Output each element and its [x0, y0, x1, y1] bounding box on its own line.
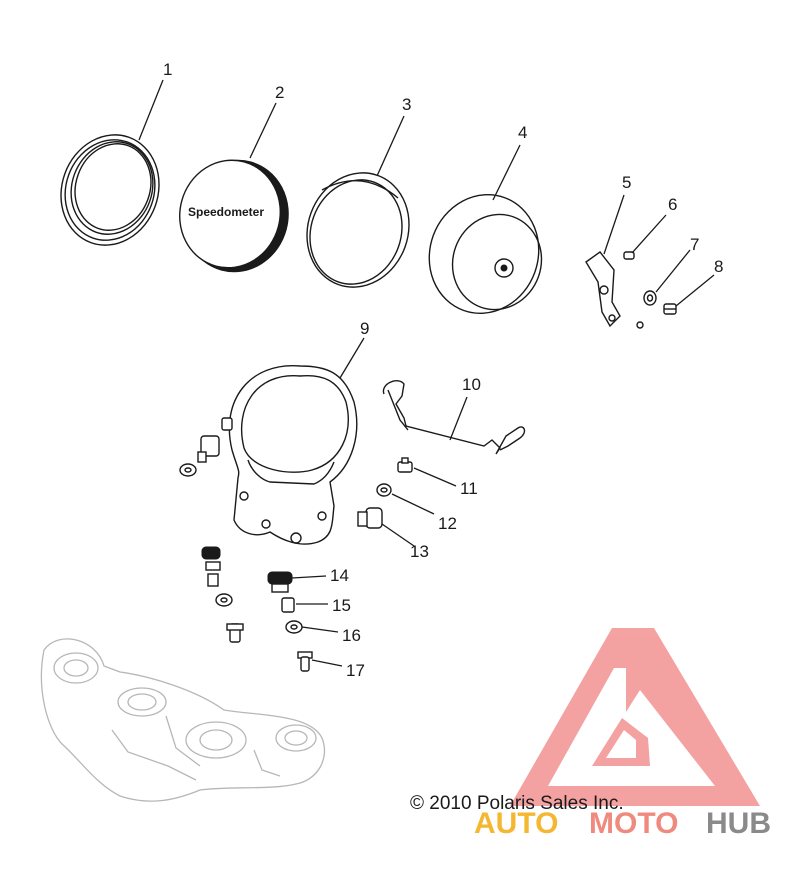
part-13-grommet [357, 507, 383, 529]
callout-1: 1 [163, 60, 172, 79]
callout-2: 2 [275, 83, 284, 102]
part-5-bracket [585, 251, 621, 328]
watermark-text: AUTO MOTO HUB [474, 807, 771, 840]
part-7-washer [643, 290, 657, 306]
part-11-screw [397, 457, 413, 473]
part-10-wire-clip [382, 380, 526, 455]
watermark-word-auto: AUTO [474, 807, 558, 840]
watermark-word-moto: MOTO [589, 807, 678, 840]
callout-9: 9 [360, 319, 369, 338]
watermark-logo [510, 628, 760, 806]
callout-11: 11 [460, 479, 478, 498]
part-15-spacer [281, 597, 295, 613]
left-grommet-assembly [179, 417, 233, 477]
part-4-housing-cup [428, 193, 543, 315]
part-17-bolt [297, 651, 313, 672]
part-2-speedometer: Speedometer [179, 159, 289, 273]
callout-13: 13 [410, 542, 429, 561]
part-3-ring [306, 172, 410, 288]
part-9-mounting-plate [228, 365, 358, 545]
callout-17: 17 [346, 661, 365, 680]
part-6-screw [623, 251, 644, 329]
part-16-washer [285, 620, 303, 634]
callout-16: 16 [342, 626, 361, 645]
callout-7: 7 [690, 235, 699, 254]
callout-15: 15 [332, 596, 351, 615]
callout-14: 14 [330, 566, 349, 585]
left-stack-assembly [201, 546, 244, 643]
triple-clamp [40, 638, 326, 802]
part-12-washer [376, 483, 392, 497]
part-1-bezel-ring [60, 134, 160, 246]
part-8-bolt [663, 303, 677, 315]
callout-3: 3 [402, 95, 411, 114]
callout-12: 12 [438, 514, 457, 533]
callout-6: 6 [668, 195, 677, 214]
callout-8: 8 [714, 257, 723, 276]
speedometer-label: Speedometer [188, 205, 264, 219]
callout-5: 5 [622, 173, 631, 192]
callout-10: 10 [462, 375, 481, 394]
part-14-grommet [267, 571, 293, 593]
callout-4: 4 [518, 123, 527, 142]
copyright-text: © 2010 Polaris Sales Inc. [410, 793, 624, 814]
watermark-word-hub: HUB [706, 807, 771, 840]
